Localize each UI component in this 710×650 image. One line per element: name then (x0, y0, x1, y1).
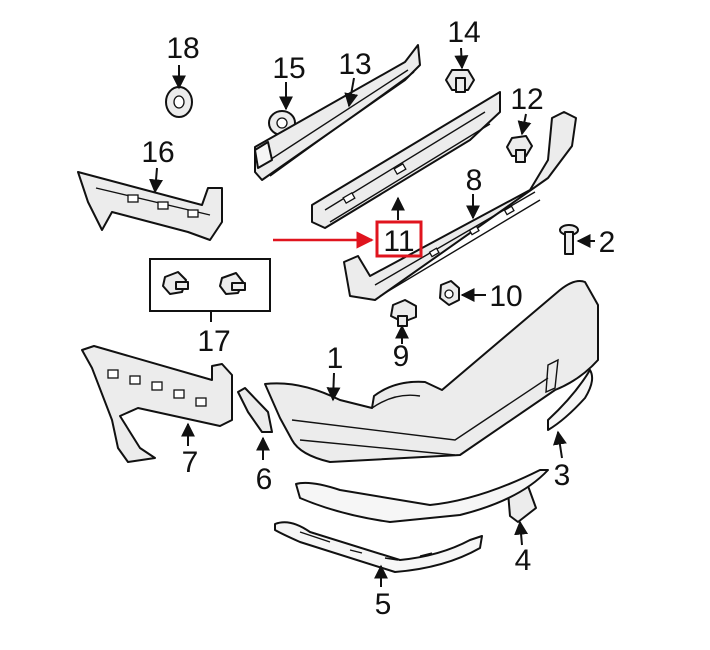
part-6-side-bracket (237, 387, 273, 433)
callout-16: 16 (141, 136, 174, 169)
part-3-trim-strip (547, 369, 594, 431)
lower-diffuser (295, 469, 549, 523)
part-11-lower-absorber (311, 91, 501, 229)
part-16-bracket (77, 171, 223, 241)
part-10-nut (439, 280, 460, 306)
part-9-bolt (390, 299, 417, 327)
callout-5: 5 (375, 588, 392, 621)
callout-14: 14 (447, 16, 480, 49)
callout-10: 10 (489, 280, 522, 313)
callout-7: 7 (182, 446, 199, 479)
part-12-bolt (506, 135, 533, 163)
callout-18: 18 (166, 32, 199, 65)
callout-8: 8 (466, 164, 483, 197)
callout-3: 3 (554, 459, 571, 492)
callout-13: 13 (338, 48, 371, 81)
part-13-impact-absorber (254, 44, 421, 181)
callout-4: 4 (515, 544, 532, 577)
callout-1: 1 (327, 342, 344, 375)
part-14-bolt (445, 69, 475, 93)
callout-17: 17 (197, 325, 230, 358)
part-17-hardware-kit (149, 258, 271, 312)
callout-15: 15 (272, 52, 305, 85)
callout-labels: 18 15 13 14 12 16 8 11 2 10 9 17 1 3 4 5… (141, 16, 615, 621)
callout-12: 12 (510, 83, 543, 116)
callout-2: 2 (599, 226, 616, 259)
part-7-side-bracket (81, 345, 233, 463)
part-8-reinforcement (343, 111, 577, 301)
highlight-box (375, 220, 423, 258)
part-1-bumper-cover (264, 280, 599, 463)
leader-lines (149, 47, 595, 587)
highlight-pointer (273, 220, 423, 258)
callout-9: 9 (393, 340, 410, 373)
part-5-lower-molding (274, 521, 483, 573)
callout-11: 11 (383, 225, 414, 258)
callout-6: 6 (256, 463, 273, 496)
part-18-grommet (165, 86, 193, 118)
part-2-push-clip (559, 224, 579, 255)
